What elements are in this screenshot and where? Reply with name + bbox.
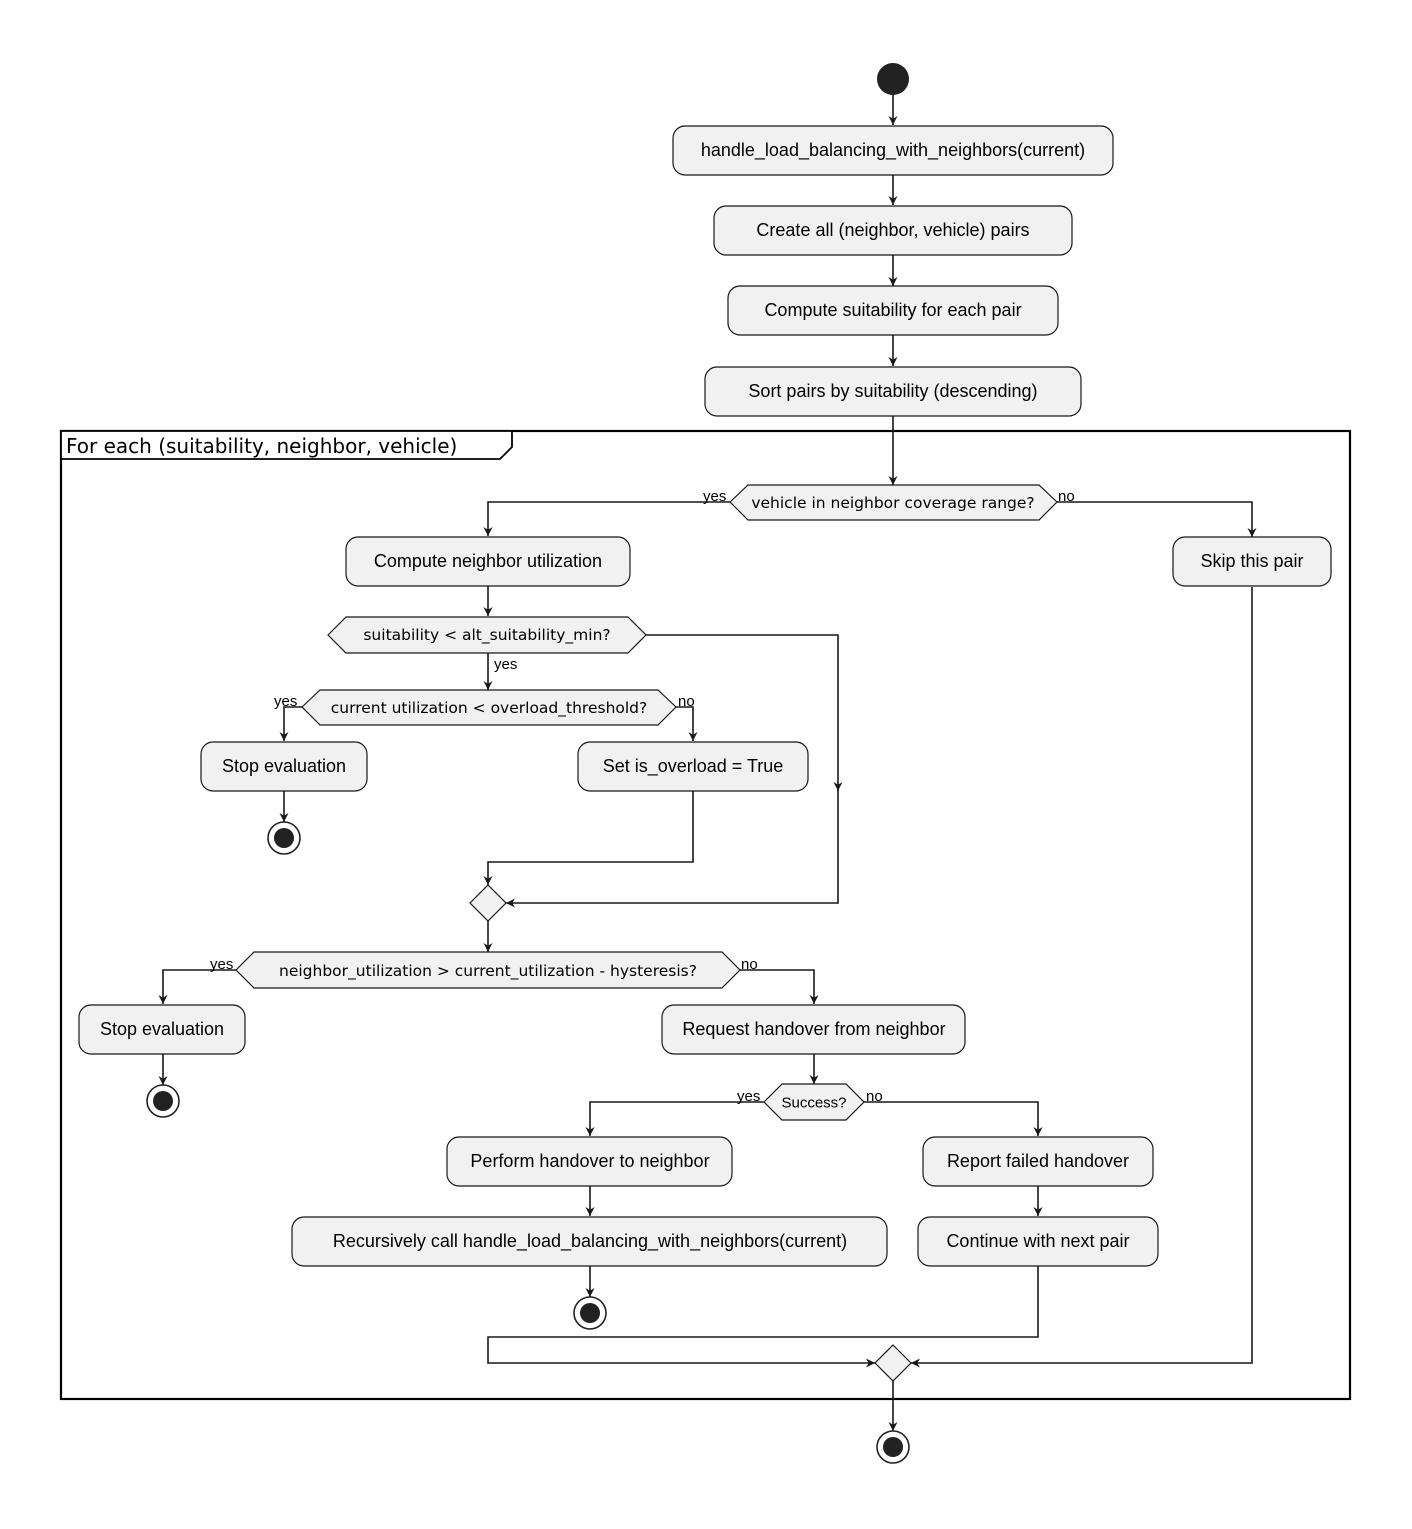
decision-success-label: Success? — [781, 1095, 846, 1112]
merge-diamond-2 — [874, 1344, 912, 1382]
decision-overload: current utilization < overload_threshold… — [301, 689, 677, 726]
start-node — [877, 63, 909, 95]
activity-stop-eval-1-label: Stop evaluation — [222, 756, 346, 776]
activity-set-overload-label: Set is_overload = True — [603, 756, 784, 777]
branch-label-hysteresis-yes: yes — [210, 956, 233, 973]
activity-create-pairs: Create all (neighbor, vehicle) pairs — [713, 205, 1073, 256]
end-node-2 — [146, 1084, 180, 1118]
end-node-3 — [573, 1296, 607, 1330]
activity-stop-eval-2: Stop evaluation — [78, 1004, 246, 1055]
end-node-final — [876, 1430, 910, 1464]
activity-create-pairs-label: Create all (neighbor, vehicle) pairs — [756, 220, 1029, 240]
activity-stop-eval-1: Stop evaluation — [200, 741, 368, 792]
activity-stop-eval-2-label: Stop evaluation — [100, 1019, 224, 1039]
activity-continue-next: Continue with next pair — [917, 1216, 1159, 1267]
activity-handle-label: handle_load_balancing_with_neighbors(cur… — [701, 140, 1085, 161]
end-node-1 — [267, 821, 301, 855]
activity-recursive-call-label: Recursively call handle_load_balancing_w… — [333, 1231, 847, 1252]
activity-report-failed-label: Report failed handover — [947, 1151, 1129, 1171]
activity-continue-next-label: Continue with next pair — [946, 1231, 1129, 1251]
decision-coverage-label: vehicle in neighbor coverage range? — [751, 494, 1034, 512]
decision-hysteresis: neighbor_utilization > current_utilizati… — [235, 951, 741, 989]
activity-report-failed: Report failed handover — [922, 1136, 1154, 1187]
branch-label-success-yes: yes — [737, 1088, 760, 1105]
activity-compute-suitability-label: Compute suitability for each pair — [764, 300, 1021, 320]
activity-set-overload: Set is_overload = True — [577, 741, 809, 792]
activity-skip-pair-label: Skip this pair — [1200, 551, 1303, 571]
activity-compute-util-label: Compute neighbor utilization — [374, 551, 602, 571]
merge-diamond-1 — [469, 884, 507, 922]
decision-suitability: suitability < alt_suitability_min? — [327, 616, 647, 654]
decision-coverage: vehicle in neighbor coverage range? — [729, 484, 1058, 521]
activity-recursive-call: Recursively call handle_load_balancing_w… — [291, 1216, 888, 1267]
activity-sort-pairs-label: Sort pairs by suitability (descending) — [748, 381, 1037, 401]
activity-request-handover: Request handover from neighbor — [661, 1004, 966, 1055]
decision-success: Success? — [763, 1083, 865, 1121]
activity-compute-util: Compute neighbor utilization — [345, 536, 631, 587]
edges — [158, 94, 1257, 1431]
activity-perform-handover-label: Perform handover to neighbor — [470, 1151, 709, 1171]
decision-hysteresis-label: neighbor_utilization > current_utilizati… — [279, 962, 697, 981]
activity-sort-pairs: Sort pairs by suitability (descending) — [704, 366, 1082, 417]
branch-label-coverage-no: no — [1058, 488, 1075, 505]
decision-suitability-label: suitability < alt_suitability_min? — [363, 626, 610, 645]
activity-compute-suitability: Compute suitability for each pair — [727, 285, 1059, 336]
decision-overload-label: current utilization < overload_threshold… — [331, 699, 648, 718]
branch-label-coverage-yes: yes — [703, 488, 726, 505]
branch-label-success-no: no — [866, 1088, 883, 1105]
branch-label-suitability-yes: yes — [494, 656, 517, 673]
activity-skip-pair: Skip this pair — [1172, 536, 1332, 587]
branch-label-overload-yes: yes — [274, 693, 297, 710]
loop-frame: For each (suitability, neighbor, vehicle… — [59, 429, 1352, 1401]
activity-handle: handle_load_balancing_with_neighbors(cur… — [672, 125, 1114, 176]
branch-label-hysteresis-no: no — [741, 956, 758, 973]
branch-label-overload-no: no — [678, 693, 695, 710]
activity-request-handover-label: Request handover from neighbor — [682, 1019, 945, 1039]
activity-perform-handover: Perform handover to neighbor — [446, 1136, 733, 1187]
loop-frame-label: For each (suitability, neighbor, vehicle… — [66, 434, 457, 458]
